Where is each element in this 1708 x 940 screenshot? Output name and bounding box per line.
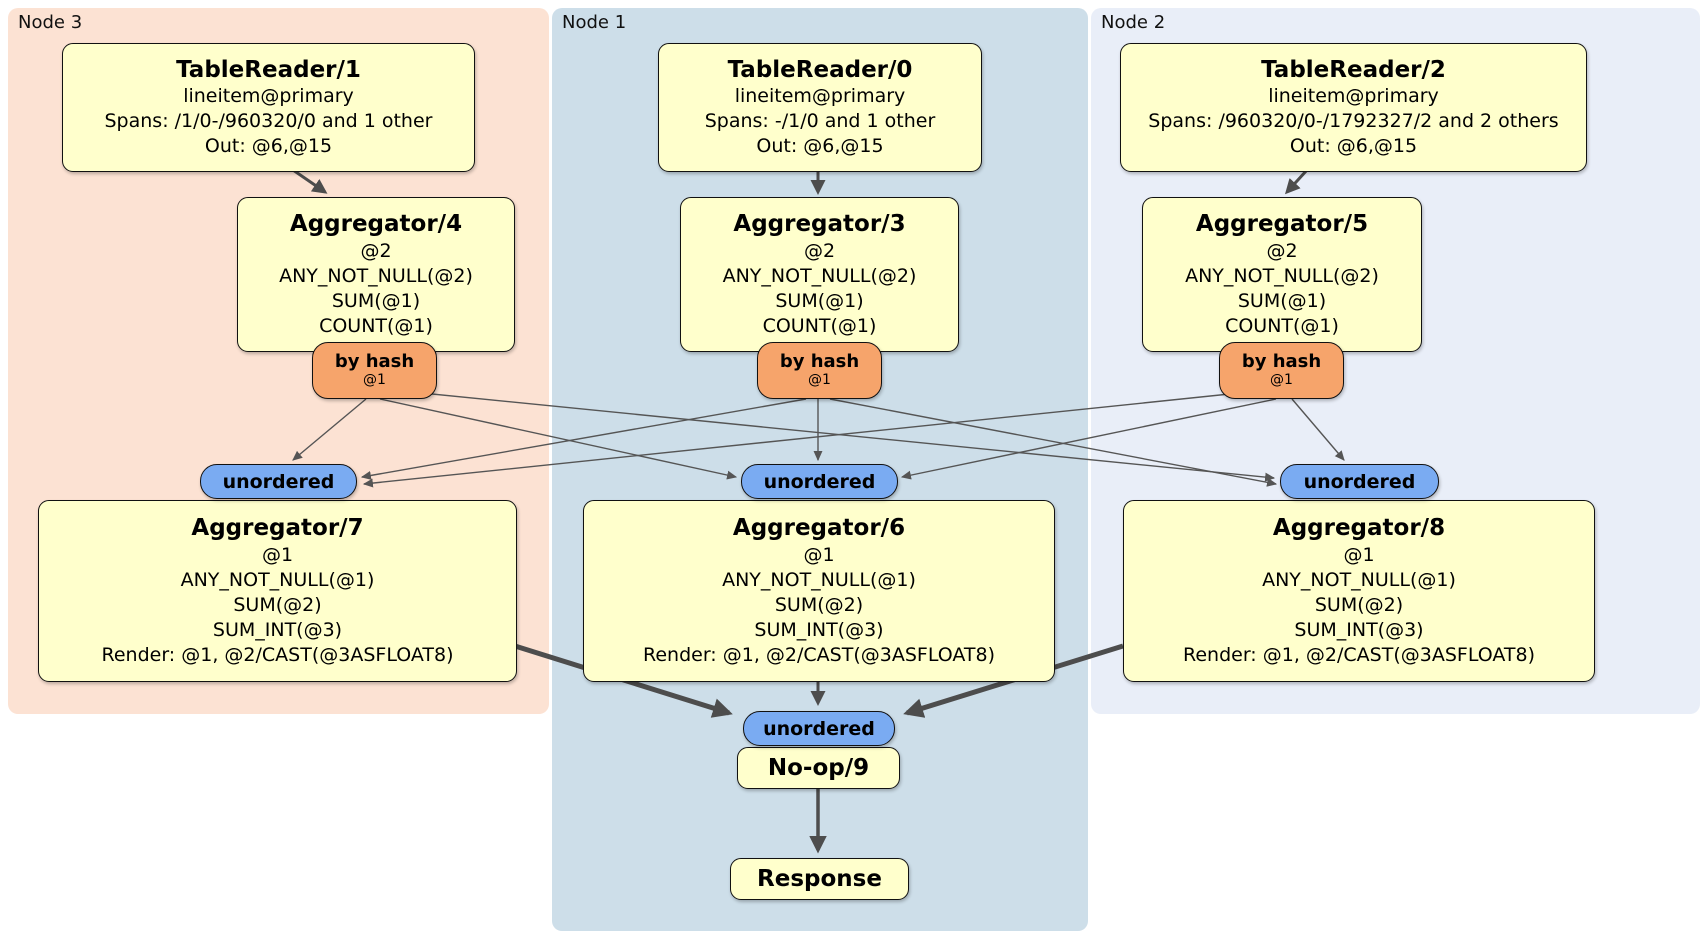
node-title: TableReader/1 <box>176 56 361 83</box>
node-detail-line: ANY_NOT_NULL(@1) <box>1262 568 1456 591</box>
node-detail-line: lineitem@primary <box>1268 85 1439 108</box>
tablereader-0-node: TableReader/0 lineitem@primary Spans: -/… <box>658 43 982 172</box>
router-detail: @1 <box>1270 372 1293 388</box>
node-detail-line: COUNT(@1) <box>319 314 433 337</box>
router-label: by hash <box>334 351 415 373</box>
aggregator-6-node: Aggregator/6 @1 ANY_NOT_NULL(@1) SUM(@2)… <box>583 500 1055 682</box>
by-hash-router-left: by hash @1 <box>312 342 437 399</box>
node-detail-line: SUM(@2) <box>774 593 864 616</box>
node-detail-line: SUM(@1) <box>331 289 421 312</box>
node-detail-line: SUM(@1) <box>1237 289 1327 312</box>
by-hash-router-mid: by hash @1 <box>757 342 882 399</box>
node-detail-line: Spans: /960320/0-/1792327/2 and 2 others <box>1148 110 1559 133</box>
node2-label: Node 2 <box>1101 12 1166 33</box>
node-detail-line: @2 <box>1266 239 1298 262</box>
node-detail-line: ANY_NOT_NULL(@1) <box>722 568 916 591</box>
node-detail-line: SUM_INT(@3) <box>212 618 343 641</box>
aggregator-8-node: Aggregator/8 @1 ANY_NOT_NULL(@1) SUM(@2)… <box>1123 500 1595 682</box>
node-title: No-op/9 <box>767 754 870 781</box>
node-detail-line: @2 <box>803 239 836 262</box>
node-title: Aggregator/3 <box>733 210 906 237</box>
unordered-sync-left: unordered <box>200 464 357 499</box>
tablereader-to-aggregator-edges <box>292 168 1309 195</box>
node-title: Aggregator/4 <box>289 210 463 237</box>
node-detail-line: Spans: -/1/0 and 1 other <box>704 110 936 133</box>
node-detail-line: SUM(@1) <box>775 289 864 312</box>
node-detail-line: Render: @1, @2/CAST(@3ASFLOAT8) <box>101 643 454 666</box>
unordered-sync-final: unordered <box>743 711 895 746</box>
node-detail-line: @1 <box>1343 543 1375 566</box>
tablereader-2-node: TableReader/2 lineitem@primary Spans: /9… <box>1120 43 1587 172</box>
node-detail-line: Render: @1, @2/CAST(@3ASFLOAT8) <box>643 643 995 666</box>
node-detail-line: Out: @6,@15 <box>756 135 884 158</box>
node-detail-line: ANY_NOT_NULL(@2) <box>722 264 917 287</box>
node-detail-line: Render: @1, @2/CAST(@3ASFLOAT8) <box>1183 643 1535 666</box>
aggregator-3-node: Aggregator/3 @2 ANY_NOT_NULL(@2) SUM(@1)… <box>680 197 959 352</box>
node-detail-line: @2 <box>360 239 392 262</box>
node-title: TableReader/2 <box>1261 56 1446 83</box>
node-title: Aggregator/5 <box>1195 210 1369 237</box>
node-detail-line: @1 <box>261 543 294 566</box>
node-detail-line: SUM_INT(@3) <box>754 618 884 641</box>
router-label: by hash <box>779 351 860 373</box>
node-detail-line: COUNT(@1) <box>1225 314 1339 337</box>
response-node: Response <box>730 858 909 900</box>
node-detail-line: Out: @6,@15 <box>1289 135 1418 158</box>
aggregator-5-node: Aggregator/5 @2 ANY_NOT_NULL(@2) SUM(@1)… <box>1142 197 1422 352</box>
noop-9-node: No-op/9 <box>737 747 900 789</box>
node-title: Aggregator/8 <box>1272 514 1446 541</box>
node-detail-line: ANY_NOT_NULL(@2) <box>279 264 473 287</box>
router-detail: @1 <box>363 372 386 388</box>
node-detail-line: Out: @6,@15 <box>204 135 333 158</box>
node-detail-line: SUM_INT(@3) <box>1294 618 1424 641</box>
node-title: Response <box>757 865 882 892</box>
node-detail-line: ANY_NOT_NULL(@1) <box>180 568 375 591</box>
node-detail-line: lineitem@primary <box>183 85 354 108</box>
node-title: Aggregator/7 <box>191 514 364 541</box>
node-detail-line: lineitem@primary <box>734 85 906 108</box>
aggregator-4-node: Aggregator/4 @2 ANY_NOT_NULL(@2) SUM(@1)… <box>237 197 515 352</box>
node-detail-line: Spans: /1/0-/960320/0 and 1 other <box>104 110 433 133</box>
node-detail-line: SUM(@2) <box>1314 593 1404 616</box>
tablereader-1-node: TableReader/1 lineitem@primary Spans: /1… <box>62 43 475 172</box>
by-hash-router-right: by hash @1 <box>1219 342 1344 399</box>
node-title: Aggregator/6 <box>732 514 906 541</box>
router-detail: @1 <box>808 372 831 388</box>
node-detail-line: COUNT(@1) <box>762 314 877 337</box>
node1-label: Node 1 <box>562 12 627 33</box>
node-detail-line: @1 <box>803 543 835 566</box>
router-label: by hash <box>1241 351 1322 373</box>
node-title: TableReader/0 <box>727 56 913 83</box>
hash-shuffle-edges <box>292 389 1345 488</box>
unordered-sync-mid: unordered <box>741 464 898 499</box>
node-detail-line: SUM(@2) <box>233 593 322 616</box>
aggregator-7-node: Aggregator/7 @1 ANY_NOT_NULL(@1) SUM(@2)… <box>38 500 517 682</box>
node3-label: Node 3 <box>18 12 83 33</box>
unordered-sync-right: unordered <box>1280 464 1439 499</box>
node-detail-line: ANY_NOT_NULL(@2) <box>1185 264 1379 287</box>
